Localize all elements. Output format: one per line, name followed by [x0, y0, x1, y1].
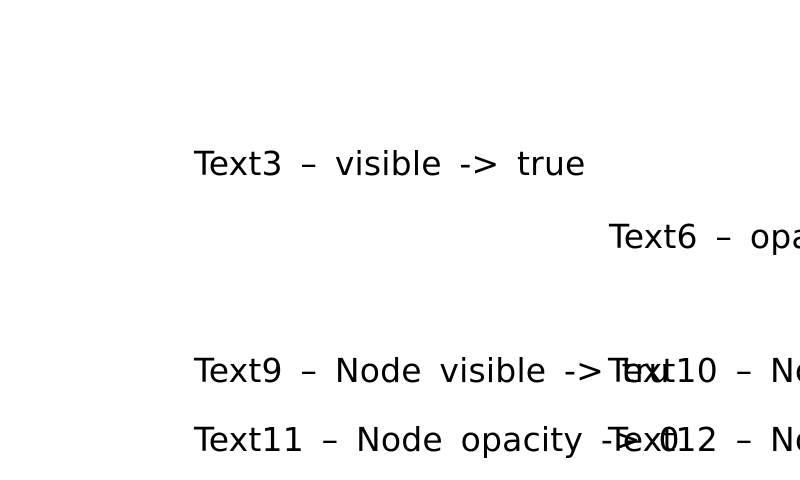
label-text10: Text10 – Nod	[608, 351, 800, 390]
label-text12: Text12 – Nod	[608, 420, 800, 459]
label-text9: Text9 – Node visible -> tru	[194, 351, 670, 390]
label-text3: Text3 – visible -> true	[194, 144, 586, 183]
label-text11: Text11 – Node opacity -> 0	[194, 420, 680, 459]
label-text6: Text6 – opac	[609, 217, 800, 256]
